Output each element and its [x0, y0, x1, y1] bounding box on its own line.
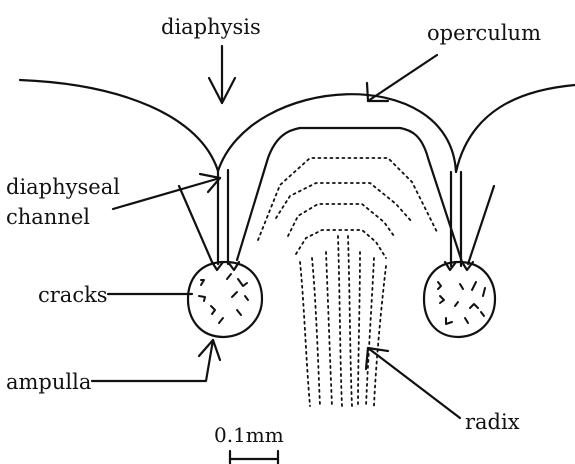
- label-diaphyseal: diaphyseal: [6, 175, 120, 199]
- ampulla-right: [424, 262, 495, 337]
- label-channel: channel: [6, 205, 90, 229]
- label-scale: 0.1mm: [214, 423, 284, 447]
- arrow-radix: [366, 348, 460, 418]
- dotted-layer-outer: [258, 158, 437, 240]
- scale-bar: [230, 451, 278, 464]
- label-cracks: cracks: [38, 283, 108, 307]
- arrow-ampulla: [92, 340, 220, 381]
- cracks-left: [199, 274, 248, 323]
- label-ampulla: ampulla: [6, 370, 91, 394]
- cracks-right: [438, 282, 485, 324]
- arrow-operculum: [367, 55, 437, 101]
- operculum-outline: [20, 80, 575, 172]
- dotted-layer-middle: [276, 183, 412, 222]
- dotted-layer-lower: [296, 230, 386, 258]
- radix-streaks: [300, 236, 386, 406]
- label-radix: radix: [465, 410, 520, 434]
- arrow-diaphyseal-channel: [113, 174, 220, 209]
- inner-arch: [237, 128, 462, 262]
- diaphysis-right: [451, 172, 494, 266]
- ampulla-left: [188, 262, 262, 337]
- dotted-layer-inner: [288, 204, 394, 236]
- diaphysis-left: [179, 170, 228, 264]
- arrow-diaphysis: [209, 46, 235, 103]
- label-diaphysis: diaphysis: [161, 15, 261, 39]
- label-operculum: operculum: [427, 21, 541, 45]
